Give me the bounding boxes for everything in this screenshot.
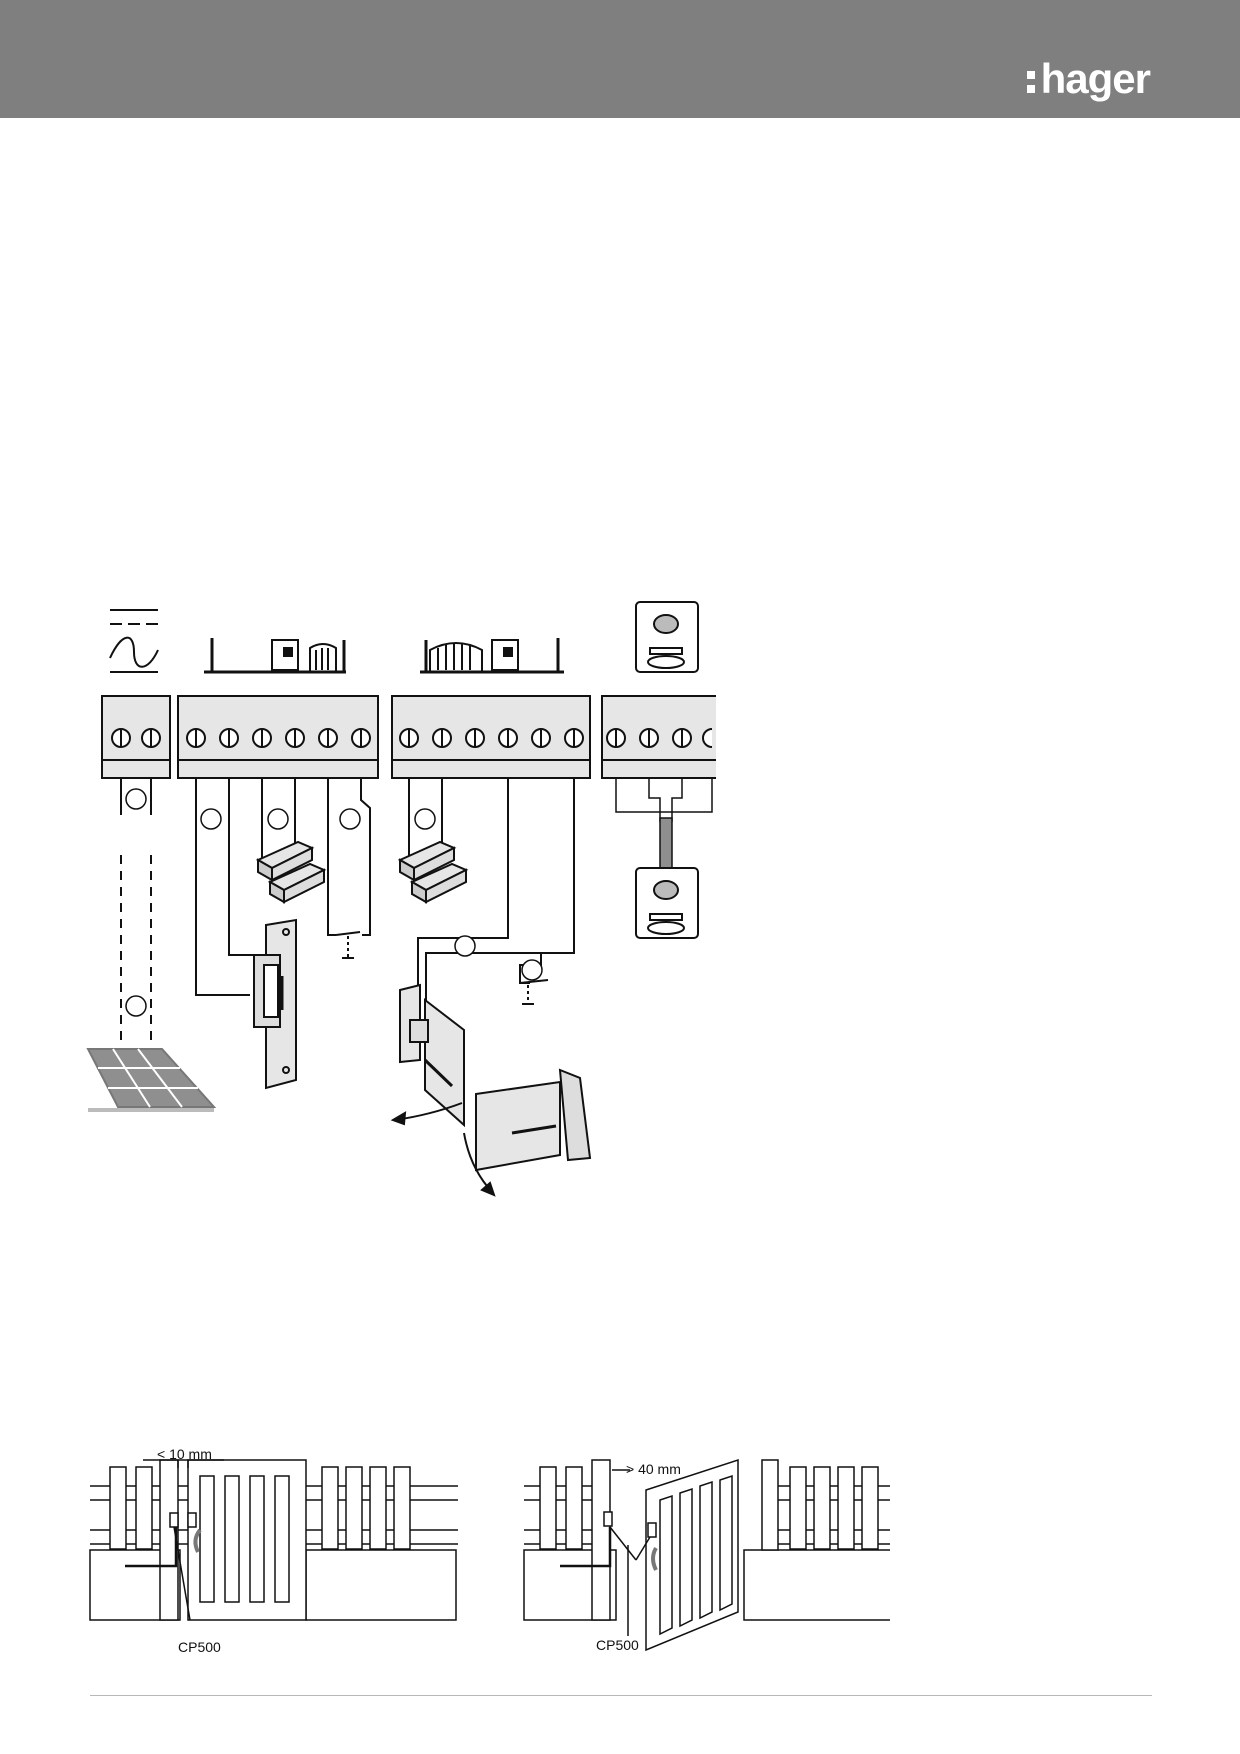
terminal-block-power bbox=[101, 695, 171, 779]
terminal-block-gate-1 bbox=[177, 695, 379, 779]
magnetic-contact-1-icon bbox=[255, 778, 327, 904]
terminal-block-gate-2 bbox=[391, 695, 591, 779]
sensor-label-closed: CP500 bbox=[178, 1639, 221, 1655]
intercom-bottom-icon bbox=[635, 867, 699, 939]
solar-panel-icon bbox=[86, 1048, 217, 1112]
dc-ac-symbol bbox=[109, 609, 159, 673]
solar-wiring bbox=[120, 778, 152, 1045]
footer-divider bbox=[90, 1695, 1152, 1696]
logo-colon-mark bbox=[1026, 65, 1037, 95]
page-header: hager bbox=[0, 0, 1240, 118]
gap-label-closed: < 10 mm bbox=[157, 1446, 212, 1462]
gate-figure-closed bbox=[89, 1459, 458, 1621]
double-gate-icon bbox=[420, 638, 564, 674]
electric-strike-icon bbox=[253, 918, 297, 1090]
gate-figure-open bbox=[523, 1458, 890, 1652]
sensor-label-open: CP500 bbox=[596, 1637, 639, 1653]
terminal-block-intercom bbox=[601, 695, 716, 779]
magnetic-contact-2-icon bbox=[397, 778, 469, 904]
gate-lock-icon bbox=[390, 983, 592, 1197]
intercom-wiring bbox=[615, 778, 713, 877]
push-button-2-icon bbox=[519, 953, 549, 1005]
logo-text: hager bbox=[1040, 55, 1151, 102]
hager-logo: hager bbox=[1026, 55, 1151, 102]
push-button-1-icon bbox=[327, 778, 371, 959]
single-gate-icon bbox=[204, 638, 346, 674]
electric-strike-wiring bbox=[195, 778, 262, 996]
intercom-top-icon bbox=[635, 601, 699, 673]
gap-label-open: > 40 mm bbox=[626, 1461, 681, 1477]
electric-lock-wiring bbox=[417, 778, 575, 1008]
